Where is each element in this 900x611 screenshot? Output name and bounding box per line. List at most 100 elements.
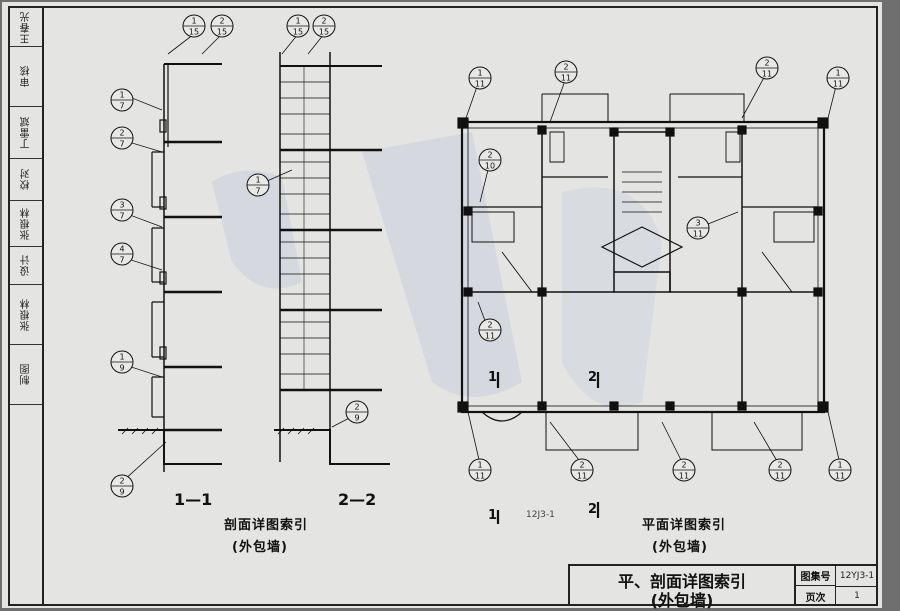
detail-index-page: 11 <box>693 230 703 239</box>
side-cell: 张根林 <box>10 284 42 345</box>
detail-index-page: 7 <box>119 256 124 265</box>
detail-index-number: 1 <box>295 17 300 26</box>
detail-index-page: 11 <box>833 80 843 89</box>
detail-index-symbol: 27 <box>110 126 134 150</box>
section-1-label: 1—1 <box>174 490 213 509</box>
side-cell: 王春光 <box>10 8 42 47</box>
detail-index-number: 2 <box>487 151 492 160</box>
detail-index-symbol: 115 <box>286 14 310 38</box>
page-label: 页次 <box>796 586 836 606</box>
detail-index-symbol: 29 <box>110 474 134 498</box>
detail-index-number: 2 <box>764 59 769 68</box>
drawing-frame <box>42 6 878 606</box>
detail-index-symbol: 17 <box>246 173 270 197</box>
detail-index-symbol: 211 <box>672 458 696 482</box>
detail-index-page: 11 <box>561 74 571 83</box>
detail-index-number: 1 <box>477 461 482 470</box>
side-cell: 设计 <box>10 246 42 285</box>
section-caption-line2: (外包墙) <box>232 540 288 555</box>
detail-index-page: 11 <box>475 80 485 89</box>
detail-index-page: 9 <box>119 364 124 373</box>
detail-index-symbol: 29 <box>345 400 369 424</box>
side-cell: 制图 <box>10 344 42 405</box>
detail-index-symbol: 211 <box>478 318 502 342</box>
side-cell: 校对 <box>10 158 42 201</box>
detail-index-number: 2 <box>119 477 124 486</box>
section-2-2 <box>274 52 390 465</box>
title-line-2: (外包墙) <box>650 591 714 610</box>
detail-index-page: 11 <box>577 472 587 481</box>
atlas-no-value: 12YJ3-1 <box>836 566 878 587</box>
detail-index-page: 11 <box>835 472 845 481</box>
detail-index-number: 1 <box>837 461 842 470</box>
detail-index-page: 7 <box>255 187 260 196</box>
detail-index-symbol: 111 <box>468 66 492 90</box>
side-cell: 审核 <box>10 46 42 107</box>
detail-index-number: 2 <box>487 321 492 330</box>
title-line-1: 平、剖面详图索引 <box>617 572 746 591</box>
detail-index-page: 9 <box>119 488 124 497</box>
detail-index-symbol: 111 <box>826 66 850 90</box>
detail-index-symbol: 215 <box>312 14 336 38</box>
detail-index-number: 4 <box>119 245 124 254</box>
title-block-title: 平、剖面详图索引 (外包墙) <box>570 566 796 610</box>
detail-index-number: 1 <box>835 69 840 78</box>
detail-index-number: 2 <box>563 63 568 72</box>
side-cell: 丁雷斌 <box>10 106 42 159</box>
detail-index-symbol: 19 <box>110 350 134 374</box>
detail-index-number: 2 <box>354 403 359 412</box>
plan-cut-1-label: 1 <box>488 370 498 385</box>
detail-index-symbol: 211 <box>570 458 594 482</box>
detail-index-page: 15 <box>217 28 227 37</box>
detail-index-symbol: 111 <box>828 458 852 482</box>
detail-index-page: 7 <box>119 140 124 149</box>
detail-index-number: 3 <box>119 201 124 210</box>
detail-index-number: 2 <box>681 461 686 470</box>
detail-index-number: 1 <box>119 91 124 100</box>
detail-index-symbol: 210 <box>478 148 502 172</box>
atlas-no-label: 图集号 <box>796 566 836 586</box>
detail-index-page: 11 <box>775 472 785 481</box>
detail-index-symbol: 115 <box>182 14 206 38</box>
detail-index-number: 2 <box>321 17 326 26</box>
section-2-label: 2—2 <box>338 490 377 509</box>
plan-caption-line1: 平面详图索引 <box>642 518 727 533</box>
detail-index-symbol: 47 <box>110 242 134 266</box>
detail-index-number: 2 <box>119 129 124 138</box>
section-1-1 <box>118 63 222 472</box>
detail-index-symbol: 215 <box>210 14 234 38</box>
detail-index-number: 2 <box>579 461 584 470</box>
watermark-logo <box>212 132 662 407</box>
detail-index-number: 1 <box>191 17 196 26</box>
plan-caption-line2: (外包墙) <box>652 540 708 555</box>
detail-index-symbol: 17 <box>110 88 134 112</box>
paper-sheet: 王春光审核丁雷斌校对张根林设计张根林制图 <box>2 2 882 610</box>
plan-cut-1-label-lower: 1 <box>488 508 498 523</box>
side-cell: 张根林 <box>10 200 42 247</box>
detail-index-number: 3 <box>695 219 700 228</box>
detail-index-number: 1 <box>255 176 260 185</box>
section-caption-line1: 剖面详图索引 <box>224 518 309 533</box>
detail-index-page: 7 <box>119 102 124 111</box>
plan-cut-2-label-lower: 2 <box>588 502 598 517</box>
floor-plan <box>457 93 829 451</box>
detail-index-page: 7 <box>119 212 124 221</box>
detail-index-page: 9 <box>354 414 359 423</box>
detail-index-page: 11 <box>475 472 485 481</box>
title-block: 平、剖面详图索引 (外包墙) 图集号 12YJ3-1 页次 1 <box>568 564 878 610</box>
page-value: 1 <box>854 591 860 601</box>
approval-side-panel: 王春光审核丁雷斌校对张根林设计张根林制图 <box>8 6 42 606</box>
detail-index-page: 11 <box>762 70 772 79</box>
detail-index-symbol: 211 <box>768 458 792 482</box>
detail-index-page: 15 <box>319 28 329 37</box>
detail-index-page: 10 <box>485 162 495 171</box>
plan-cut-2-label: 2 <box>588 370 598 385</box>
detail-index-symbol: 111 <box>468 458 492 482</box>
detail-index-symbol: 211 <box>755 56 779 80</box>
detail-index-number: 2 <box>219 17 224 26</box>
section-1-drawing <box>118 33 841 524</box>
detail-index-symbol: 211 <box>554 60 578 84</box>
detail-index-symbol: 311 <box>686 216 710 240</box>
